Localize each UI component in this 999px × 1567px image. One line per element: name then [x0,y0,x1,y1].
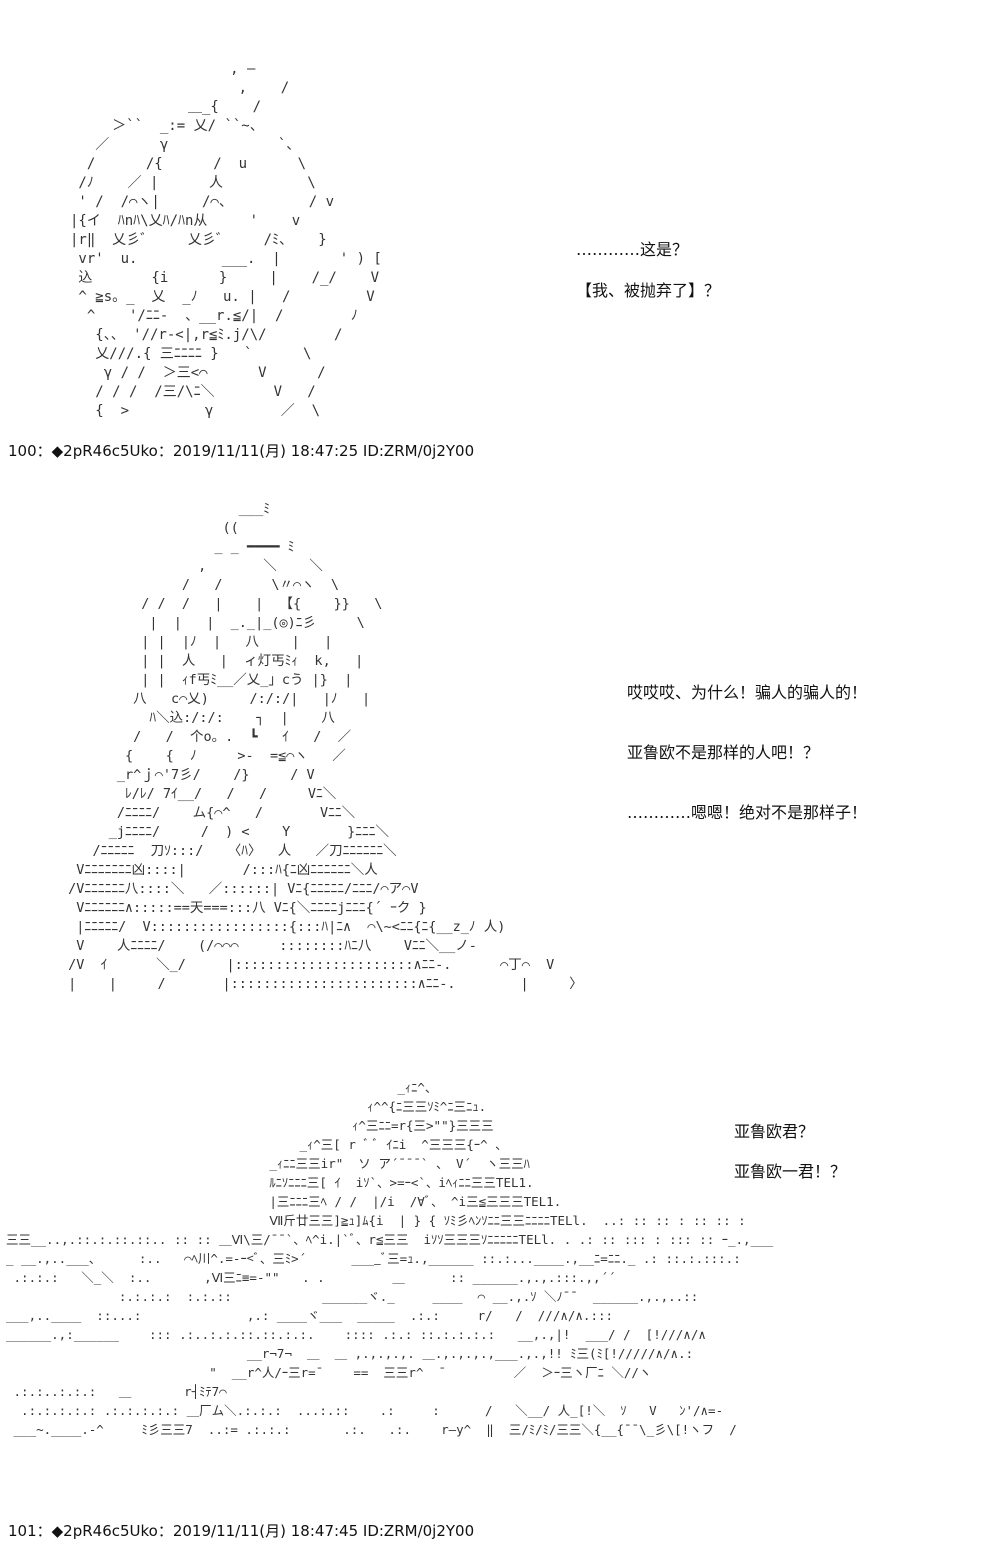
ascii-art-girl-upper-body: ___ﾐ (( _ _ ━━━━ ﾐ , ＼ ＼ / / \〃⌒ヽ \ / / … [68,501,583,992]
post-header: 101：◆2pR46c5Uko：2019/11/11(月) 18:47:45 I… [8,1522,475,1540]
ascii-art-collapsed-figure: _ｨﾆ^、 ｨ^^{ﾆ三三ｿﾐ^ﾆ三ﾆｭ. ｨ^三ﾆﾆ=r{三>""}三三三 _… [6,1080,774,1437]
dialogue-line: 哎哎哎、为什么！骗人的骗人的！ [627,683,868,702]
dialogue-line: 亚鲁欧一君！？ [734,1162,847,1181]
dialogue-line: …………这是？ [576,240,689,259]
dialogue-line: …………嗯嗯！绝对不是那样子！ [627,803,868,822]
dialogue-line: 亚鲁欧不是那样的人吧！？ [627,743,820,762]
dialogue-line: 亚鲁欧君？ [734,1122,815,1141]
post-header: 100：◆2pR46c5Uko：2019/11/11(月) 18:47:25 I… [8,442,475,460]
dialogue-line: 【我、被抛弃了】？ [576,281,721,300]
ascii-art-girl-portrait: , ― , / ＿_{ / ＞`` _:= 乂/ ``~、 ／ γ `、 / /… [70,61,382,419]
